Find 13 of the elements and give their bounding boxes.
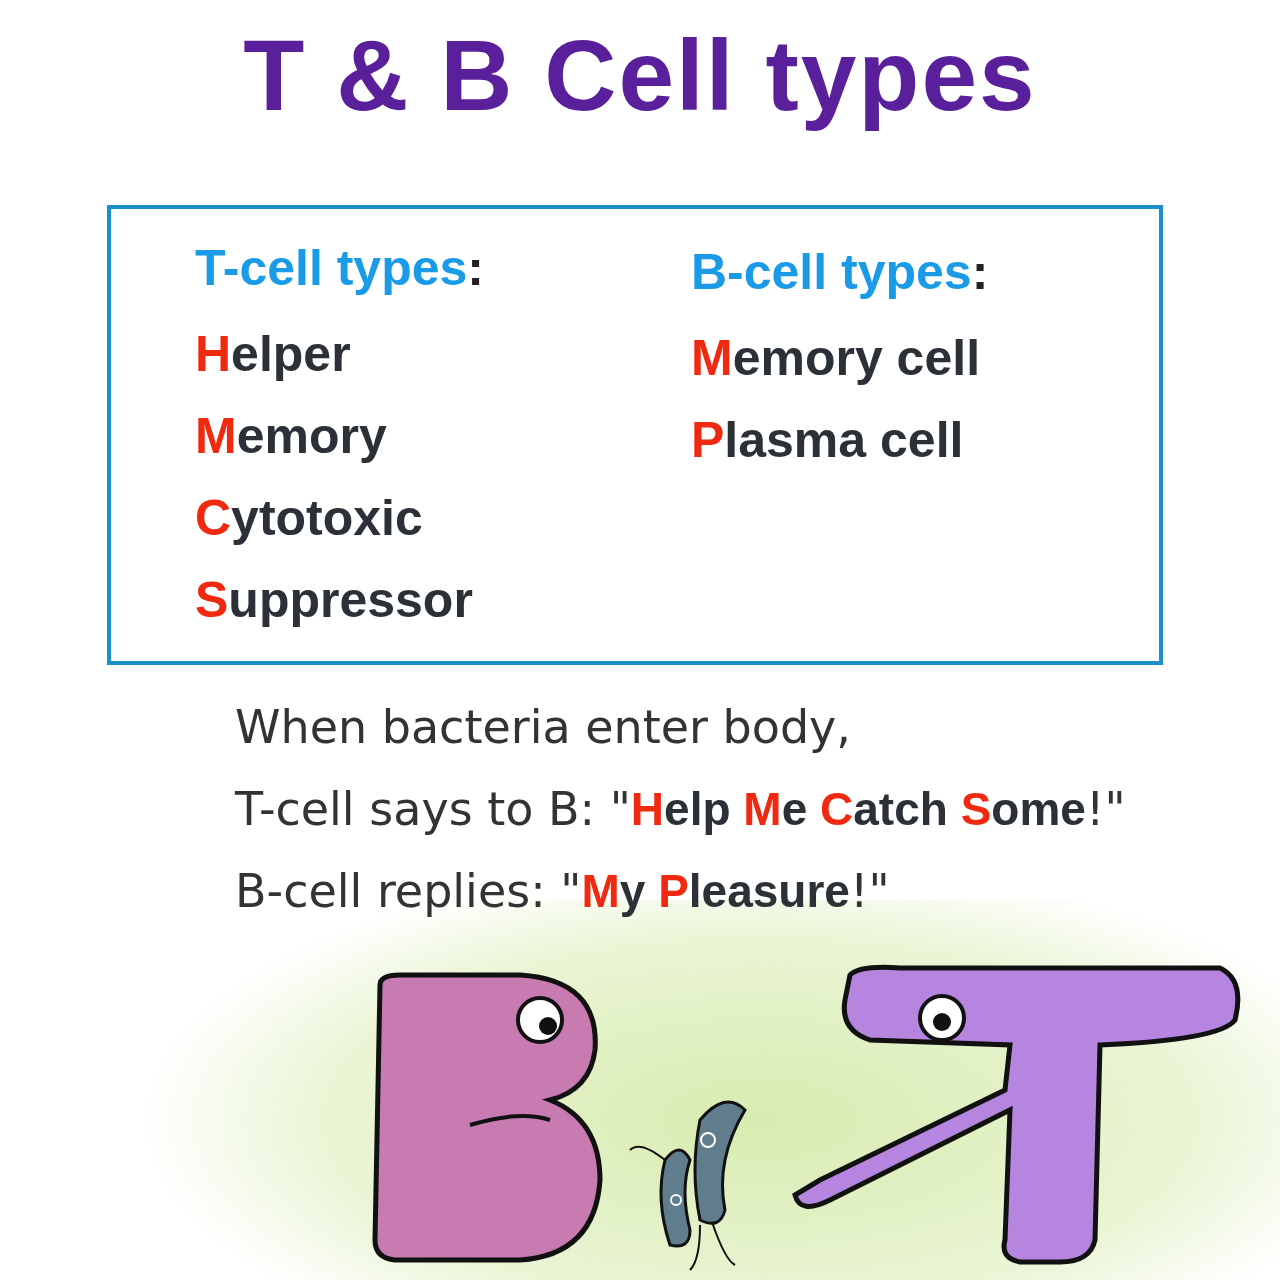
dialogue-text: T-cell says to B: "Help Me Catch Some!" [235, 782, 1126, 836]
list-heading: T-cell types: [195, 239, 484, 297]
list-item: Suppressor [195, 571, 473, 629]
list-item: Plasma cell [691, 411, 964, 469]
list-item: Memory [195, 407, 387, 465]
dialogue-text: B-cell replies: "My Pleasure!" [235, 864, 890, 918]
dialogue-text: When bacteria enter body, [235, 700, 851, 754]
title: T & B Cell types [242, 18, 1038, 133]
list-item: Cytotoxic [195, 489, 423, 547]
list-item: Memory cell [691, 329, 981, 387]
types-panel [107, 205, 1163, 665]
list-item: Helper [195, 325, 351, 383]
list-heading: B-cell types: [691, 243, 989, 301]
